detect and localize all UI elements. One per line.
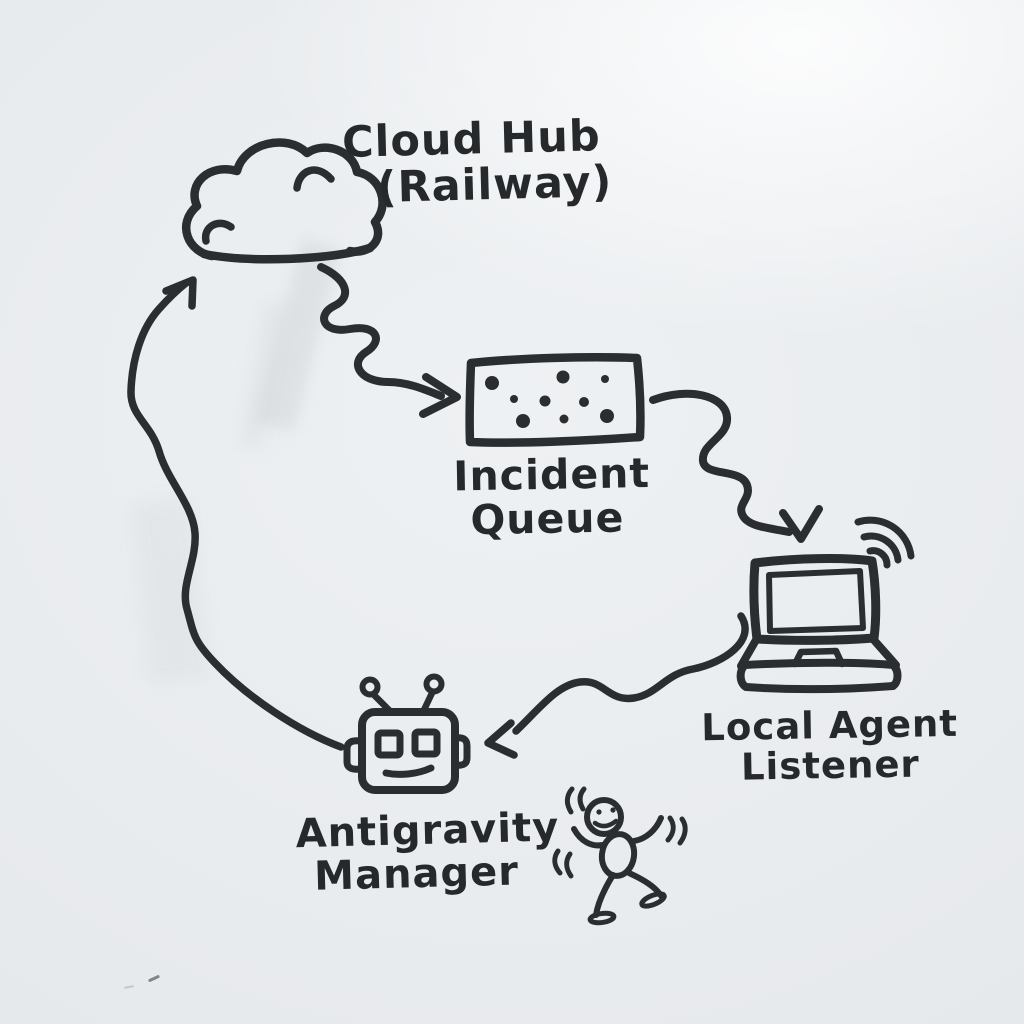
wifi-icon bbox=[854, 516, 915, 569]
label-cloud-hub-line2: (Railway) bbox=[376, 157, 613, 214]
arrow-queue-to-laptop bbox=[649, 389, 823, 543]
arrowhead bbox=[779, 505, 823, 543]
arrowhead bbox=[419, 373, 461, 418]
label-incident-queue-line2: Queue bbox=[470, 493, 625, 545]
robot-icon bbox=[343, 673, 471, 794]
label-incident-queue: Incident Queue bbox=[452, 449, 651, 544]
motion-lines bbox=[552, 786, 688, 879]
label-local-agent-listener-line2: Listener bbox=[740, 742, 921, 789]
laptop-icon bbox=[736, 554, 902, 694]
label-local-agent-listener-line1: Local Agent bbox=[700, 701, 959, 750]
label-antigravity-manager: Antigravity Manager bbox=[295, 804, 561, 900]
label-antigravity-manager-line1: Antigravity bbox=[295, 804, 560, 858]
stick-figure-icon bbox=[552, 786, 688, 926]
dotted-box-icon bbox=[465, 352, 645, 447]
arrow-robot-to-cloud bbox=[127, 276, 345, 751]
cloud-icon bbox=[182, 138, 387, 264]
arrowhead bbox=[484, 719, 518, 759]
label-incident-queue-line1: Incident bbox=[452, 449, 651, 501]
label-cloud-hub: Cloud Hub (Railway) bbox=[331, 111, 613, 214]
arrow-laptop-to-robot bbox=[484, 612, 749, 759]
label-antigravity-manager-line2: Manager bbox=[313, 848, 520, 900]
arrowhead bbox=[162, 276, 197, 310]
arrow-cloud-to-queue bbox=[317, 263, 461, 418]
label-local-agent-listener: Local Agent Listener bbox=[700, 701, 959, 789]
queue-dots bbox=[485, 370, 614, 428]
